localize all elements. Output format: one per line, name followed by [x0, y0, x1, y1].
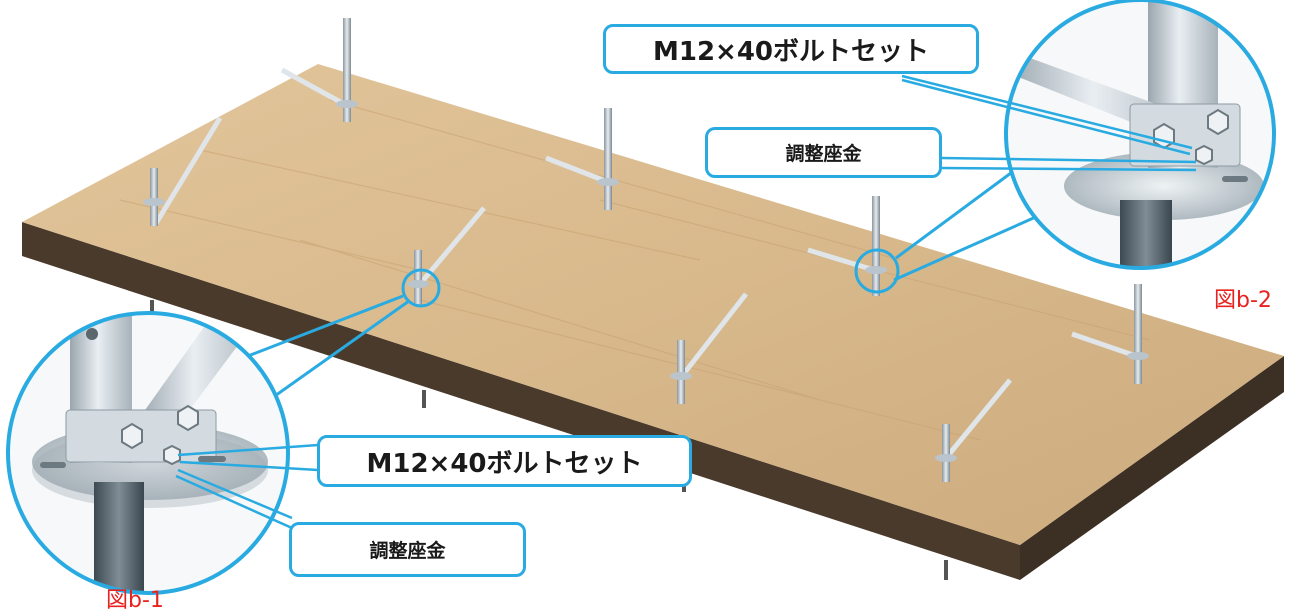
figure-label-b1: 図b-1 — [106, 588, 164, 613]
highlight-circle-b2 — [854, 248, 900, 294]
figure-label-b2: 図b-2 — [1214, 288, 1272, 313]
anchor-bolt — [280, 18, 358, 122]
anchor-bolt — [670, 292, 748, 404]
anchor-bolt — [545, 108, 619, 210]
highlight-circle-b1 — [401, 268, 441, 308]
detail-view-b1 — [6, 311, 319, 595]
anchor-bolts — [143, 18, 1149, 580]
callout-b1-adjust-washer: 調整座金 — [289, 522, 526, 577]
anchor-bolt — [1071, 284, 1149, 384]
callout-b2-bolt-set: M12×40ボルトセット — [603, 24, 979, 74]
detail-view-b2 — [901, 0, 1276, 270]
anchor-bolt — [935, 378, 1012, 482]
anchor-bolt — [143, 116, 223, 227]
connector-lines — [247, 168, 1039, 400]
callout-b2-adjust-washer: 調整座金 — [705, 127, 942, 178]
wood-board — [22, 64, 1284, 580]
callout-b1-bolt-set: M12×40ボルトセット — [317, 435, 692, 487]
anchor-bolt — [807, 196, 887, 296]
